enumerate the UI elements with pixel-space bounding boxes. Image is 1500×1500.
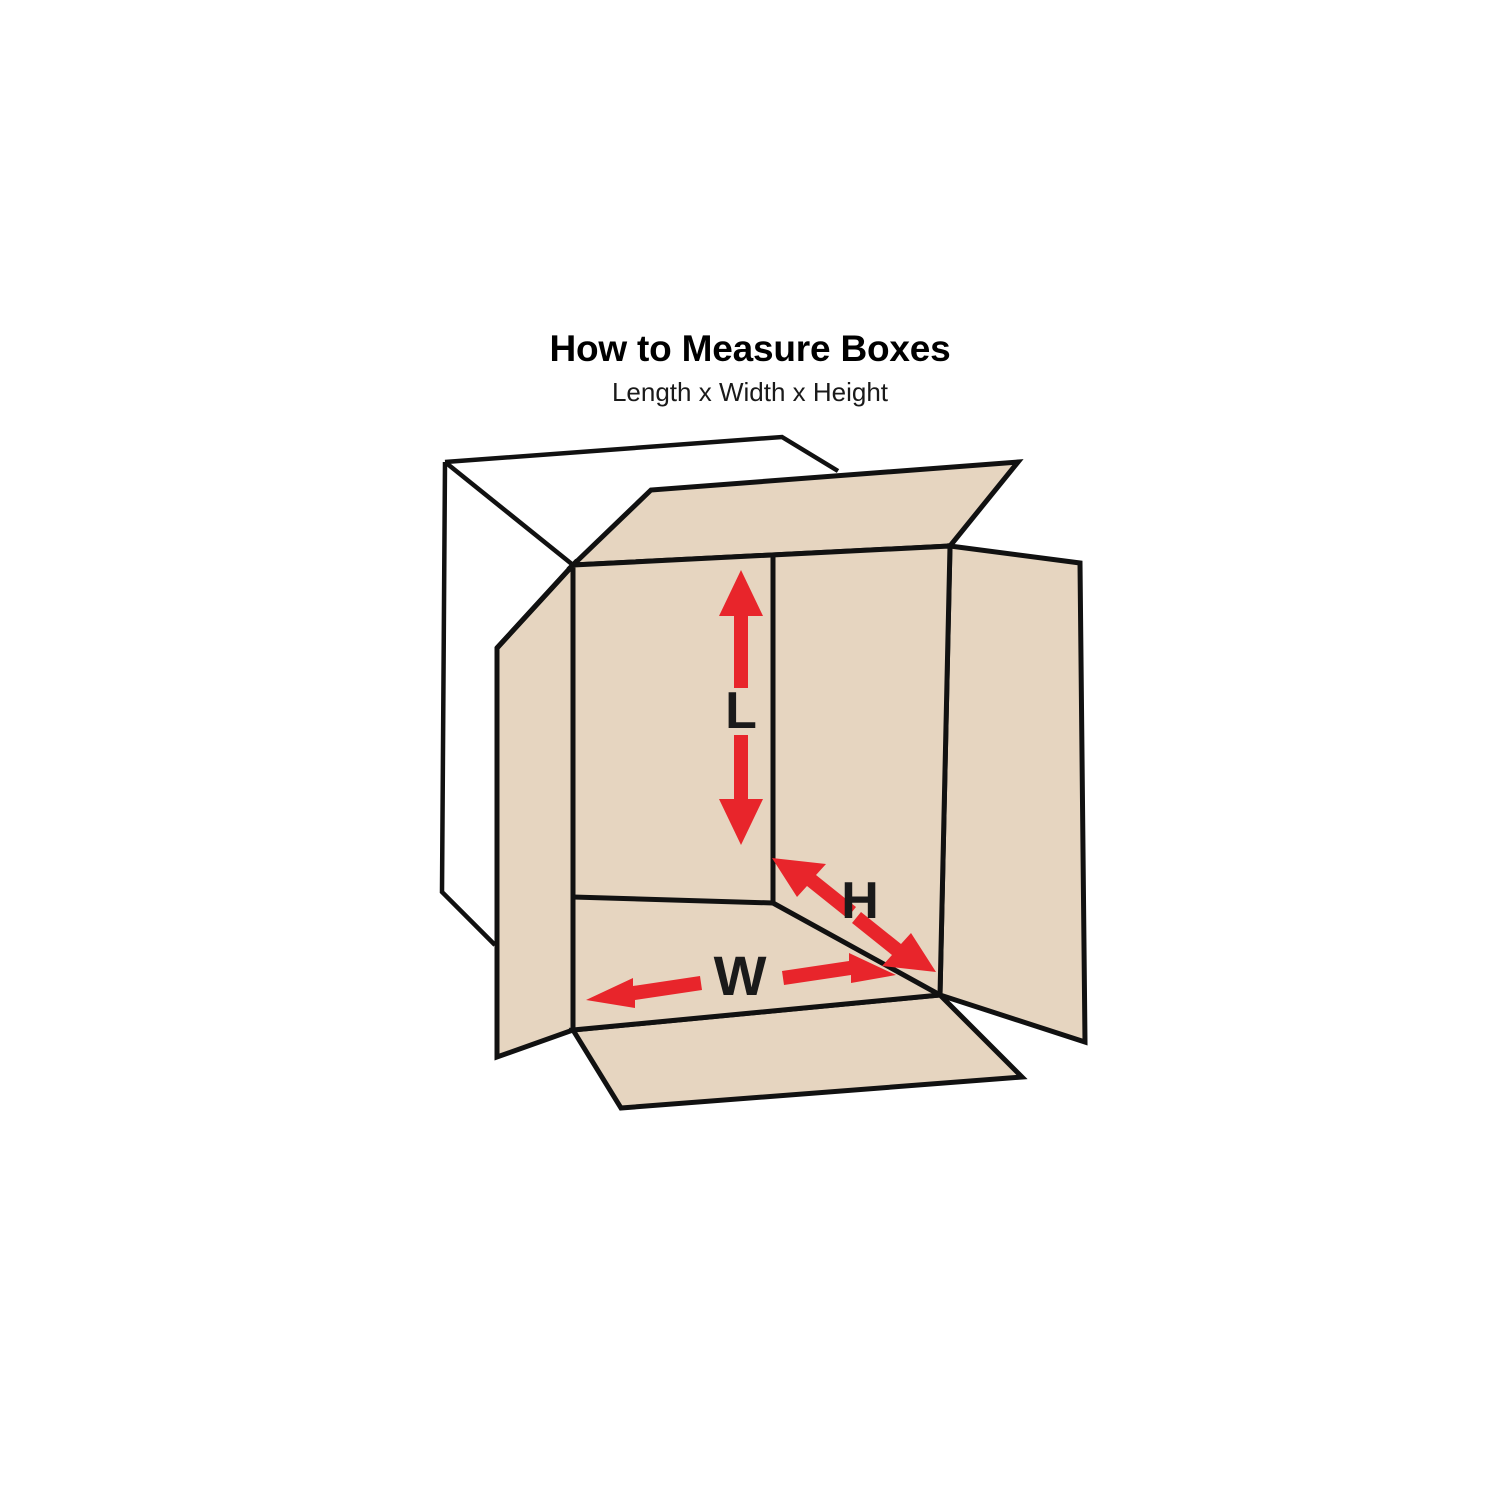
- back-panel-top-edge: [444, 434, 840, 473]
- width-arrow-left: [586, 976, 702, 1008]
- length-arrow-up: [719, 570, 763, 688]
- back-panel: [442, 437, 838, 945]
- inner-floor-crease-diagonal: [771, 900, 942, 998]
- back-panel-left-edge: [439, 461, 497, 947]
- height-arrow-downright: [852, 912, 936, 972]
- title-block: How to Measure Boxes Length x Width x He…: [0, 328, 1500, 407]
- inner-back-wall-group: [570, 543, 953, 1033]
- right-flap-group: [937, 543, 1088, 1046]
- page-subtitle: Length x Width x Height: [611, 376, 889, 407]
- inner-floor-crease-left: [572, 894, 774, 906]
- length-arrow-down: [719, 735, 763, 845]
- left-flap-group: [494, 558, 576, 1061]
- back-panel-diagonal-fold: [443, 460, 575, 567]
- width-label: W: [714, 944, 767, 1007]
- dimension-arrow-width: W: [586, 944, 896, 1008]
- length-label: L: [725, 682, 757, 740]
- right-flap: [937, 543, 1088, 1046]
- width-arrow-right: [782, 953, 896, 985]
- page-title: How to Measure Boxes: [549, 328, 951, 369]
- dimension-arrow-length: L: [719, 570, 763, 845]
- back-panel-group: [439, 434, 840, 947]
- dimension-arrow-height: H: [772, 858, 936, 972]
- height-label: H: [841, 872, 879, 930]
- height-arrow-upleft: [772, 858, 856, 918]
- left-flap-fold-edge: [495, 563, 575, 650]
